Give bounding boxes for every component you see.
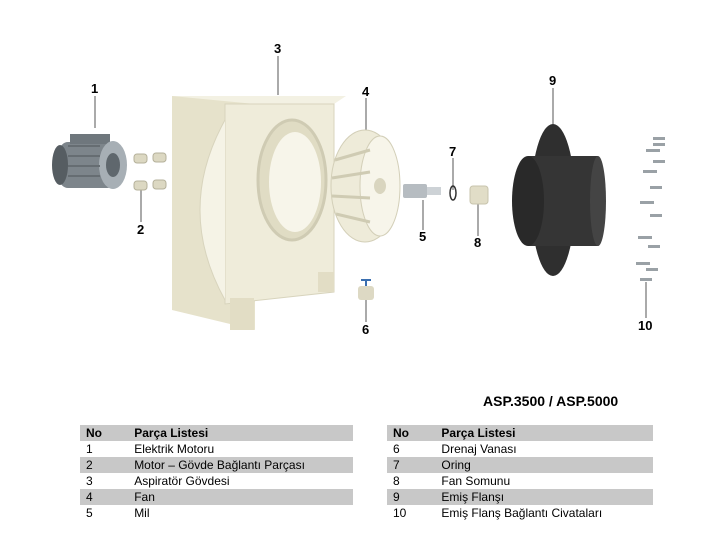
table-row: 5 Mil [80, 505, 353, 521]
part-no: 4 [80, 489, 129, 505]
part-name: Fan [128, 489, 353, 505]
fan [330, 129, 401, 243]
part-no: 3 [86, 474, 93, 488]
part-no: 2 [80, 457, 129, 473]
part-name: Fan Somunu [441, 474, 511, 488]
table-row: 10 Emiş Flanş Bağlantı Civataları [387, 505, 653, 521]
header-parts-list: Parça Listesi [435, 425, 653, 441]
motor-connection-parts [133, 152, 167, 191]
leader-lines [94, 56, 647, 322]
callout-9: 9 [549, 73, 557, 88]
flange-bolts [636, 137, 665, 281]
table-row: 6 Drenaj Vanası [387, 441, 653, 457]
parts-table-left: No Parça Listesi 1 Elektrik Motoru 2 Mot… [80, 425, 353, 521]
callout-5: 5 [419, 229, 427, 244]
part-no: 6 [393, 442, 400, 456]
suction-flange [512, 124, 606, 276]
electric-motor [52, 134, 127, 189]
exploded-view-diagram [52, 56, 665, 330]
drain-valve [358, 279, 374, 300]
aspirator-body [172, 96, 346, 330]
oring [449, 185, 457, 201]
header-no: No [80, 425, 129, 441]
parts-table-right: No Parça Listesi 6 Drenaj Vanası 7 Oring… [387, 425, 653, 521]
part-name: Oring [435, 457, 653, 473]
part-no: 5 [86, 506, 93, 520]
part-name: Emiş Flanş Bağlantı Civataları [441, 506, 603, 520]
part-no: 9 [387, 489, 436, 505]
header-no: No [387, 425, 436, 441]
table-row: 4 Fan [80, 489, 353, 505]
table-row: 3 Aspiratör Gövdesi [80, 473, 353, 489]
model-title: ASP.3500 / ASP.5000 [483, 393, 619, 409]
callout-8: 8 [474, 235, 482, 250]
part-no: 8 [393, 474, 400, 488]
callout-2: 2 [137, 222, 145, 237]
part-name: Mil [134, 506, 150, 520]
table-row: 7 Oring [387, 457, 653, 473]
table-row: 1 Elektrik Motoru [80, 441, 353, 457]
part-name: Motor – Gövde Bağlantı Parçası [128, 457, 353, 473]
callout-6: 6 [362, 322, 370, 337]
callout-3: 3 [274, 41, 282, 56]
header-parts-list: Parça Listesi [128, 425, 353, 441]
shaft [403, 184, 441, 198]
table-row: 2 Motor – Gövde Bağlantı Parçası [80, 457, 353, 473]
fan-nut [469, 185, 489, 205]
part-no: 1 [86, 442, 93, 456]
callout-10: 10 [638, 318, 653, 333]
part-name: Drenaj Vanası [441, 442, 517, 456]
callout-7: 7 [449, 144, 457, 159]
callout-4: 4 [362, 84, 370, 99]
table-row: 9 Emiş Flanşı [387, 489, 653, 505]
part-no: 7 [387, 457, 436, 473]
part-no: 10 [393, 506, 407, 520]
table-header: No Parça Listesi [80, 425, 353, 441]
table-header: No Parça Listesi [387, 425, 653, 441]
part-name: Elektrik Motoru [134, 442, 215, 456]
part-name: Emiş Flanşı [435, 489, 653, 505]
part-name: Aspiratör Gövdesi [134, 474, 230, 488]
callout-1: 1 [91, 81, 99, 96]
table-row: 8 Fan Somunu [387, 473, 653, 489]
